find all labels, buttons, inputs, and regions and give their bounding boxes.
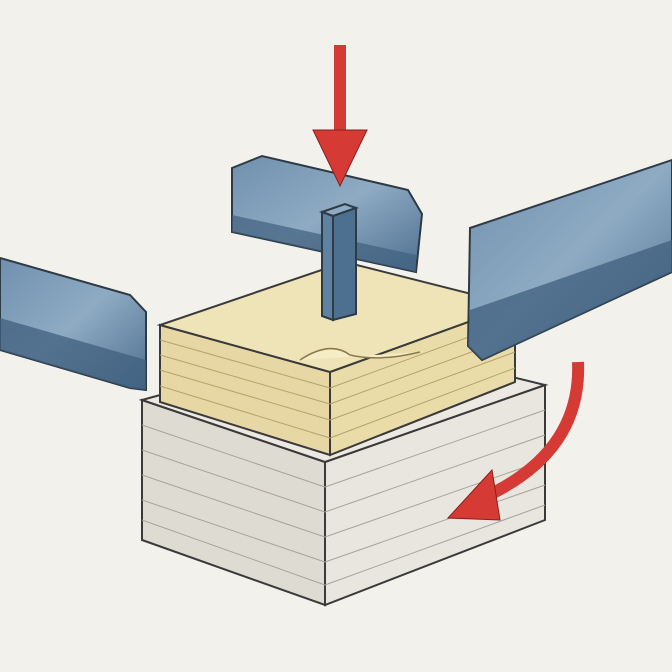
curled-sheet bbox=[299, 347, 421, 361]
left-blade bbox=[0, 256, 147, 392]
center-post bbox=[319, 202, 359, 322]
down-arrow-icon bbox=[312, 45, 368, 188]
curved-arrow-icon bbox=[446, 361, 585, 521]
right-blade bbox=[466, 158, 672, 362]
